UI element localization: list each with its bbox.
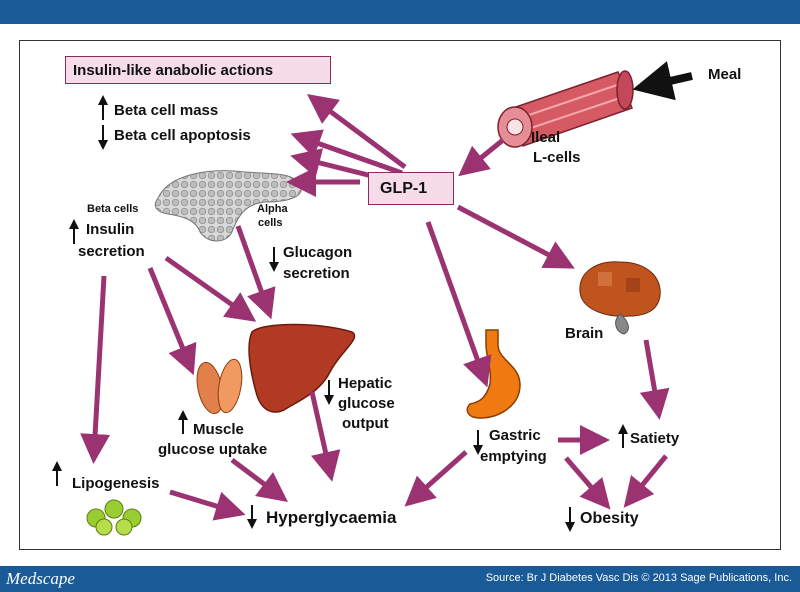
obesity-label: Obesity xyxy=(580,510,639,527)
ileal-label: Ileal xyxy=(531,129,561,146)
liver-icon xyxy=(248,323,356,413)
muscle-icon xyxy=(196,358,243,415)
top-header-bar xyxy=(0,0,800,24)
arrow-insulin-liver xyxy=(164,255,257,322)
indicator-arrows xyxy=(52,95,628,532)
arrow-insulin-muscle xyxy=(147,267,197,376)
arrow-brain-satiety xyxy=(639,339,670,420)
footer-bar: Medscape Source: Br J Diabetes Vasc Dis … xyxy=(0,566,800,592)
arrow-lipogenesis-hyperglycaemia xyxy=(169,489,246,521)
hepatic-label: Hepatic xyxy=(338,375,393,392)
arrow-pancreas-liver xyxy=(235,225,276,320)
arrow-glp1-pancreas-upper xyxy=(290,148,373,179)
insulin-like-actions-box: Insulin-like anabolic actions xyxy=(65,56,331,84)
arrow-glp1-insulin-actions xyxy=(306,94,407,170)
arrows xyxy=(80,94,670,521)
beta-cell-apoptosis-label: Beta cell apoptosis xyxy=(114,127,251,144)
arrow-intestine-glp1 xyxy=(458,138,505,177)
emptying-label: emptying xyxy=(480,448,547,465)
hepatic-glucose-label: glucose xyxy=(338,395,395,412)
pancreas-icon xyxy=(154,170,302,242)
arrow-glp1-brain xyxy=(456,204,575,269)
glp1-box: GLP-1 xyxy=(368,172,454,205)
arrow-satiety-obesity xyxy=(623,454,668,508)
glucagon-secretion-label: secretion xyxy=(283,265,350,282)
source-credit: Source: Br J Diabetes Vasc Dis © 2013 Sa… xyxy=(485,572,792,584)
arrow-muscle-hyperglycaemia xyxy=(230,458,288,502)
hyperglycaemia-label: Hyperglycaemia xyxy=(266,508,397,527)
glucose-uptake-label: glucose uptake xyxy=(158,441,268,458)
insulin-label: Insulin xyxy=(86,221,135,238)
beta-cells-label: Beta cells xyxy=(87,203,139,215)
satiety-label: Satiety xyxy=(630,430,680,447)
arrow-insulin-lipogenesis xyxy=(80,275,111,464)
gastric-label: Gastric xyxy=(489,427,541,444)
arrow-glp1-stomach xyxy=(425,221,492,388)
fat-cells-icon xyxy=(86,499,142,536)
arrow-glp1-beta-cell-mass xyxy=(290,129,403,176)
diagram-frame xyxy=(19,40,781,550)
alpha-cells-label: cells xyxy=(258,217,283,229)
insulin-secretion-label: secretion xyxy=(78,243,145,260)
arrow-gastric-obesity xyxy=(564,456,611,510)
intestine-icon xyxy=(497,70,634,148)
glucagon-label: Glucagon xyxy=(283,244,353,261)
arrow-gastric-hyperglycaemia xyxy=(404,450,468,507)
stomach-icon xyxy=(466,329,521,419)
meal-arrow xyxy=(632,61,693,101)
beta-cell-mass-label: Beta cell mass xyxy=(114,102,219,119)
brain-icon xyxy=(579,261,661,335)
lipogenesis-label: Lipogenesis xyxy=(72,475,160,492)
arrow-liver-hyperglycaemia xyxy=(309,391,341,482)
l-cells-label: L-cells xyxy=(533,149,581,166)
meal-label: Meal xyxy=(708,66,742,83)
hepatic-output-label: output xyxy=(342,415,389,432)
medscape-logo: Medscape xyxy=(6,569,75,588)
muscle-label: Muscle xyxy=(193,421,244,438)
alpha-label: Alpha xyxy=(257,203,288,215)
brain-label: Brain xyxy=(565,325,604,342)
